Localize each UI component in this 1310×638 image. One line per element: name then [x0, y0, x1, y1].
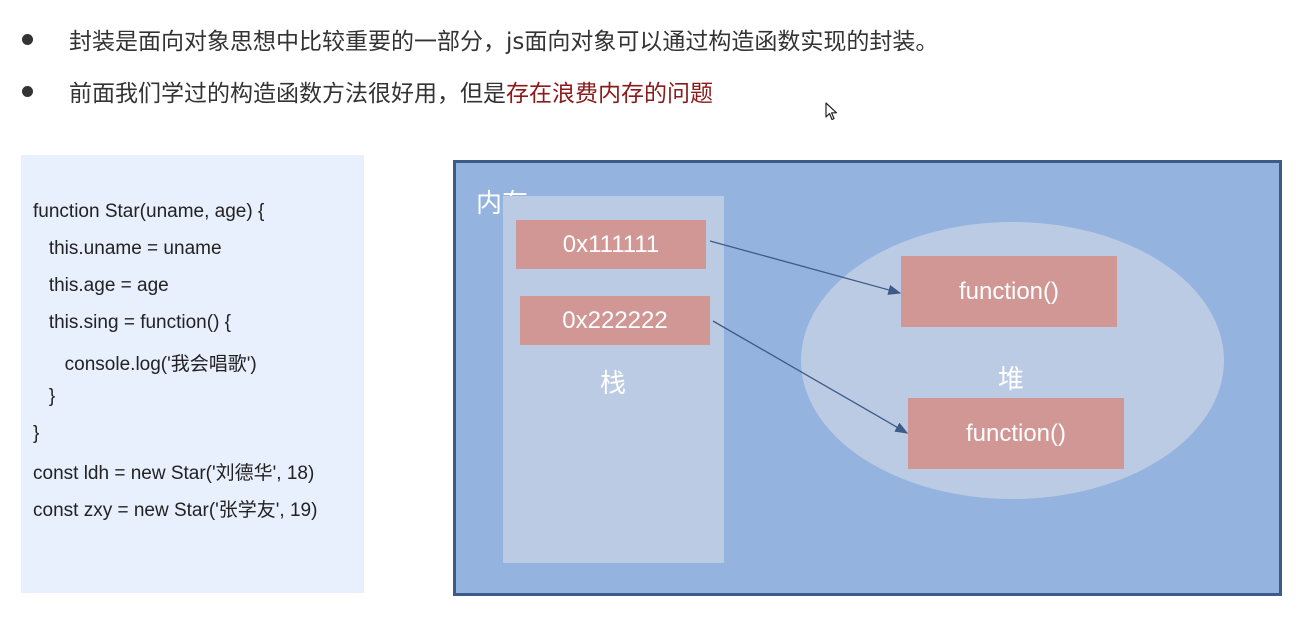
bullet-text-1: 封装是面向对象思想中比较重要的一部分，js面向对象可以通过构造函数实现的封装。 — [69, 29, 939, 55]
heap-function-2: function() — [908, 398, 1124, 469]
mouse-pointer-icon — [825, 102, 838, 121]
bullet-item-2: 前面我们学过的构造函数方法很好用，但是 存在浪费内存的问题 — [22, 74, 713, 108]
code-line: } — [33, 386, 56, 407]
stack-address-2: 0x222222 — [520, 296, 710, 345]
stack-label: 栈 — [600, 369, 627, 399]
code-line: const zxy = new Star('张学友', 19) — [33, 500, 318, 521]
code-panel: function Star(uname, age) { this.uname =… — [21, 155, 364, 593]
bullet-text-2: 前面我们学过的构造函数方法很好用，但是 — [69, 81, 506, 107]
code-line: this.sing = function() { — [33, 312, 232, 333]
code-line: this.uname = uname — [33, 238, 222, 259]
arrow-2 — [712, 320, 909, 434]
heap-function-1: function() — [901, 256, 1117, 327]
bullet-item-1: 封装是面向对象思想中比较重要的一部分，js面向对象可以通过构造函数实现的封装。 — [22, 22, 938, 56]
code-line: this.age = age — [33, 275, 169, 296]
highlight-text: 存在浪费内存的问题 — [506, 81, 713, 107]
stack-address-1: 0x111111 — [516, 220, 706, 269]
code-line: } — [33, 423, 40, 444]
arrow-1 — [709, 240, 902, 295]
bullet-dot-icon — [22, 33, 33, 45]
code-line: console.log('我会唱歌') — [33, 354, 257, 375]
memory-diagram: 内存 0x111111 0x222222 栈 堆 function() func… — [453, 160, 1282, 596]
heap-label: 堆 — [998, 365, 1025, 395]
code-line: function Star(uname, age) { — [33, 201, 265, 222]
bullet-dot-icon — [22, 85, 33, 97]
reference-arrows — [709, 240, 909, 434]
code-line: const ldh = new Star('刘德华', 18) — [33, 463, 315, 484]
